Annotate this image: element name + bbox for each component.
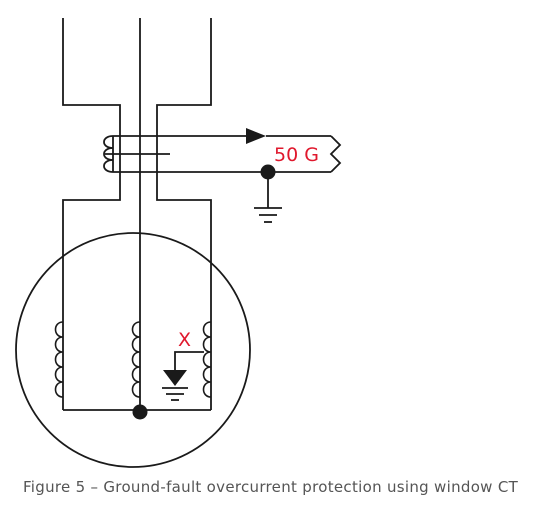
fault-ground-icon [162,370,188,401]
conductor-left [62,18,121,410]
ground-fault-protection-diagram: 50 G X [15,18,342,468]
relay-label: 50 G [274,144,319,166]
arrow-right-icon [246,128,266,144]
conductor-right [156,18,212,410]
winding-left-icon [54,321,64,398]
figure-caption: Figure 5 – Ground-fault overcurrent prot… [22,478,519,496]
window-ct-icon [103,135,170,173]
neutral-junction-dot [132,404,148,420]
ground-symbol-icon [254,172,282,223]
motor-enclosure-circle [15,232,251,468]
winding-middle-icon [131,321,141,398]
relay-break-symbol [329,135,342,173]
winding-right-icon [202,321,212,398]
fault-connection-wire [174,351,204,370]
fault-x-icon: X [178,329,191,351]
